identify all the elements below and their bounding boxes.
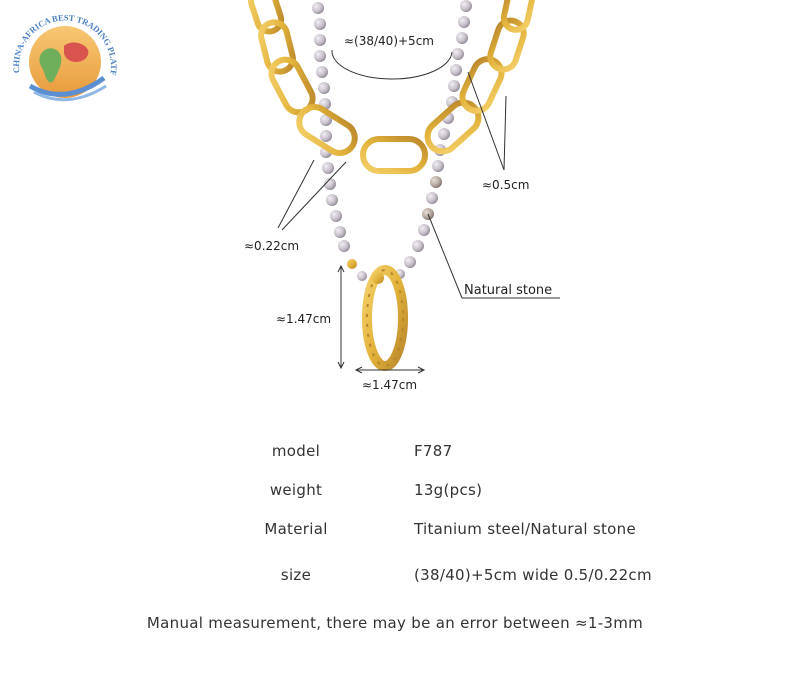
length-label: ≈(38/40)+5cm	[344, 34, 434, 48]
length-arc	[331, 49, 453, 80]
pendant-width-label: ≈1.47cm	[362, 378, 418, 392]
africa-map-icon	[39, 48, 62, 83]
necklace-illustration	[247, 0, 560, 374]
measure-lines	[277, 49, 560, 374]
spec-label-material: Material	[264, 520, 328, 538]
stone-label: Natural stone	[464, 283, 553, 298]
chain-width-label: ≈0.5cm	[482, 178, 530, 192]
bead-strand	[312, 2, 367, 281]
spec-value-model: F787	[414, 442, 453, 460]
pendant-height-label: ≈1.47cm	[276, 312, 332, 326]
spec-label-size: size	[280, 566, 312, 584]
spec-value-size: (38/40)+5cm wide 0.5/0.22cm	[414, 566, 652, 584]
pendant-ring	[362, 265, 408, 371]
bead-width-label: ≈0.22cm	[244, 239, 300, 253]
brand-logo: CHINA-AFRICA BEST TRADING PLATFORM	[8, 6, 119, 102]
spec-label-model: model	[271, 442, 321, 460]
measurement-note: Manual measurement, there may be an erro…	[146, 614, 644, 632]
china-map-icon	[64, 42, 89, 62]
spec-value-material: Titanium steel/Natural stone	[414, 520, 636, 538]
spec-value-weight: 13g(pcs)	[414, 481, 483, 499]
sun-globe-icon	[29, 26, 101, 98]
gold-chain	[247, 0, 536, 174]
spec-label-weight: weight	[269, 481, 323, 499]
